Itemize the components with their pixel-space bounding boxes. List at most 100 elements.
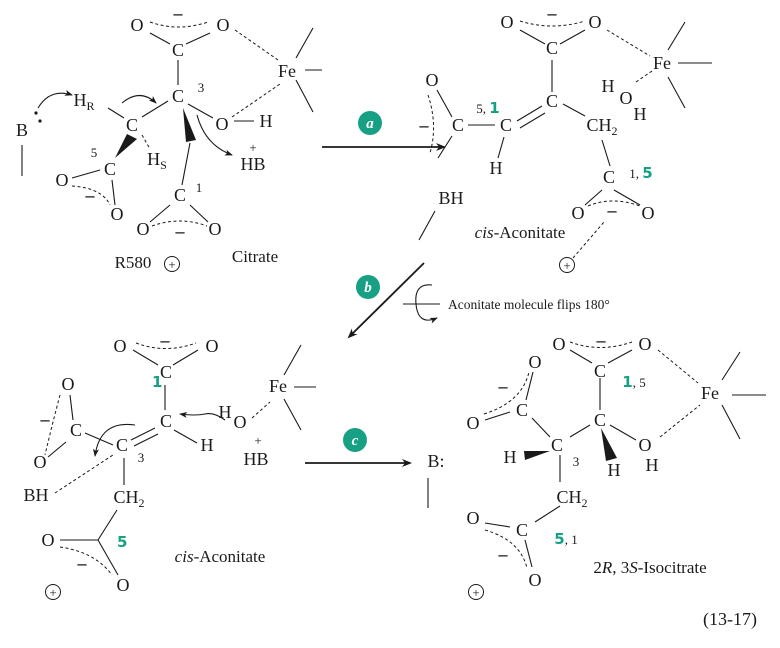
plus-glyph: +: [563, 258, 570, 273]
oxygen-atom: O: [56, 170, 69, 190]
iron-atom: Fe: [278, 61, 296, 81]
base-atom-part: :: [440, 451, 445, 471]
carbon-numbering-part: , 5: [633, 375, 646, 390]
negative-charge-part: –: [160, 330, 171, 350]
hydrogen-atom-part: H: [504, 447, 517, 467]
negative-charge-part: –: [175, 221, 186, 241]
carbon-number-part: 5: [117, 533, 127, 551]
carbon-atom-part: C: [603, 167, 615, 187]
isocitrate-structure: [483, 341, 766, 569]
protonated-base-part: HB: [243, 449, 268, 469]
cis-aconitate-top-structure: [418, 20, 712, 259]
protonated-base-part: BH: [438, 188, 463, 208]
iron-atom-part: Fe: [278, 61, 296, 81]
negative-charge: –: [85, 185, 96, 205]
positive-charge-icon: +: [45, 584, 61, 600]
oxygen-atom-part: O: [620, 88, 633, 108]
oxygen-atom-part: O: [426, 70, 439, 90]
hydrogen-atom-part: H: [219, 402, 232, 422]
positive-charge-icon: +: [468, 584, 484, 600]
oxygen-atom-part: O: [642, 203, 655, 223]
isocitrate-label-part: , 3: [612, 558, 629, 577]
methylene-group: CH2: [113, 487, 144, 510]
carbon-numbering: 5, 1: [476, 99, 499, 117]
carbon-number-part: 1: [196, 180, 203, 195]
carbon-atom: C: [516, 400, 528, 420]
carbon-atom: C: [70, 420, 82, 440]
methylene-group-part: CH: [586, 115, 611, 135]
oxygen-atom-part: O: [529, 352, 542, 372]
curved-arrow-bond: [121, 94, 157, 104]
oxygen-atom-part: O: [639, 334, 652, 354]
oxygen-atom: O: [234, 412, 247, 432]
hydrogen-atom: H: [490, 158, 503, 178]
oxygen-atom: O: [111, 204, 124, 224]
carbon-numbering: 1, 5: [622, 373, 645, 391]
cis-aconitate-label-part: cis: [175, 547, 194, 566]
negative-charge: –: [160, 330, 171, 350]
negative-charge-part: –: [85, 185, 96, 205]
protonated-base: BH: [438, 188, 463, 208]
plus-glyph: +: [49, 585, 56, 600]
arginine-charge-icon: +: [164, 256, 180, 272]
carbon-atom: C: [546, 91, 558, 111]
curved-arrow-double-bond: [92, 423, 136, 457]
protonated-base-part: BH: [23, 485, 48, 505]
carbon-number: 3: [138, 450, 145, 465]
oxygen-atom: O: [529, 570, 542, 590]
negative-charge: –: [77, 553, 88, 573]
negative-charge: –: [175, 221, 186, 241]
oxygen-atom-part: O: [114, 336, 127, 356]
negative-charge: –: [173, 3, 184, 23]
iron-atom: Fe: [653, 53, 671, 73]
isocitrate-label-part: 2: [593, 558, 602, 577]
hydrogen-atom-part: H: [602, 76, 615, 96]
positive-charge: +: [254, 433, 261, 448]
carbon-numbering: 5, 1: [554, 530, 577, 548]
methylene-group-part: CH: [556, 487, 581, 507]
carbon-atom-part: C: [70, 420, 82, 440]
negative-charge-part: –: [77, 553, 88, 573]
carbon-atom-part: C: [500, 115, 512, 135]
hydrogen-atom: H: [646, 455, 659, 475]
negative-charge-part: –: [419, 115, 430, 135]
oxygen-atom: O: [642, 203, 655, 223]
curved-arrow-hydroxide: [179, 411, 226, 421]
oxygen-atom-part: O: [117, 575, 130, 595]
carbon-atom: C: [603, 167, 615, 187]
isocitrate-label-part: S: [629, 558, 638, 577]
plus-glyph: +: [168, 257, 175, 272]
oxygen-atom-part: O: [137, 219, 150, 239]
protonated-base: HB: [240, 154, 265, 174]
negative-charge: –: [498, 376, 509, 396]
negative-charge: –: [607, 200, 618, 220]
oxygen-atom-part: O: [501, 12, 514, 32]
oxygen-atom: O: [639, 334, 652, 354]
oxygen-atom: O: [620, 88, 633, 108]
carbon-numbering-part: 1: [622, 373, 632, 391]
plus-glyph: +: [472, 585, 479, 600]
carbon-atom: C: [160, 411, 172, 431]
oxygen-atom: O: [426, 70, 439, 90]
step-a-label: a: [366, 116, 374, 132]
carbon-numbering: 1, 5: [629, 164, 652, 182]
carbon-atom-part: C: [452, 115, 464, 135]
iron-atom-part: Fe: [653, 53, 671, 73]
oxygen-atom-part: O: [529, 570, 542, 590]
oxygen-atom: O: [117, 575, 130, 595]
protonated-base-part: HB: [240, 154, 265, 174]
oxygen-atom: O: [209, 219, 222, 239]
oxygen-atom: O: [131, 15, 144, 35]
positive-charge-part: +: [249, 140, 256, 155]
carbon-atom-part: C: [594, 361, 606, 381]
oxygen-atom-part: O: [467, 413, 480, 433]
base-atom: B:: [427, 451, 444, 471]
oxygen-atom: O: [639, 435, 652, 455]
oxygen-atom: O: [501, 12, 514, 32]
negative-charge: –: [596, 330, 607, 350]
carbon-atom-c3: C: [551, 435, 563, 455]
carbon-atom-part: C: [172, 40, 184, 60]
cis-aconitate-bottom-structure: [44, 342, 316, 576]
carbon-atom-c5-part: C: [104, 159, 116, 179]
oxygen-atom: O: [217, 15, 230, 35]
